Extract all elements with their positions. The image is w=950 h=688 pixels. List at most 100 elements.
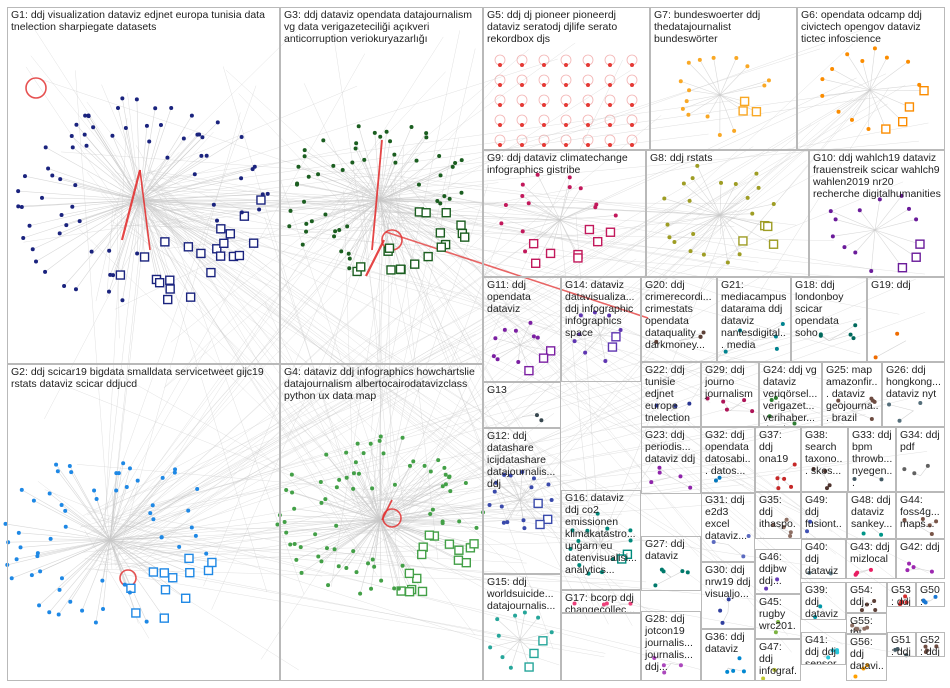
- user-avatar-node: [617, 554, 627, 564]
- user-avatar-node: [239, 211, 250, 221]
- graph-edge: [838, 89, 871, 112]
- graph-node: [520, 63, 524, 67]
- group-label: G2: ddj scicar19 bigdata smalldata servi…: [11, 366, 267, 390]
- graph-edge: [109, 462, 382, 549]
- graph-edge: [80, 525, 607, 534]
- user-avatar-node: [738, 106, 748, 116]
- graph-edge: [109, 468, 131, 541]
- graph-node: [823, 469, 828, 474]
- graph-edge: [920, 465, 929, 476]
- graph-node: [705, 396, 710, 401]
- user-avatar-node: [234, 250, 245, 261]
- graph-node: [564, 63, 568, 67]
- graph-node: [520, 103, 524, 107]
- graph-node: [392, 152, 397, 157]
- user-avatar-node: [165, 284, 175, 294]
- graph-edge: [384, 89, 871, 541]
- graph-edge: [510, 475, 521, 501]
- graph-edge: [351, 71, 446, 173]
- graph-edge: [851, 410, 872, 420]
- graph-node: [807, 570, 812, 575]
- graph-edge: [713, 57, 721, 96]
- user-avatar-node: [915, 239, 925, 249]
- group-label: G17: bcorp ddj changecollec... obrigado: [565, 592, 636, 613]
- graph-node: [64, 223, 69, 228]
- graph-edge: [352, 162, 381, 201]
- graph-edge: [21, 489, 111, 541]
- graph-node: [523, 249, 528, 254]
- graph-node: [416, 182, 421, 187]
- graph-node: [520, 182, 525, 187]
- graph-node: [688, 249, 693, 254]
- graph-node: [717, 475, 722, 480]
- graph-node: [290, 490, 295, 495]
- group-panel: G56: ddj datavi...: [846, 634, 887, 681]
- graph-edge: [116, 216, 359, 403]
- group-panel: G33: ddj bpm throwb... nyegen...: [848, 427, 896, 492]
- graph-edge: [348, 199, 381, 254]
- graph-edge: [59, 539, 111, 591]
- group-panel: G21: mediacampus datarama ddj dataviz na…: [717, 277, 791, 362]
- graph-edge: [497, 618, 521, 641]
- graph-edge: [828, 334, 851, 342]
- graph-node: [450, 164, 455, 169]
- graph-node: [332, 234, 337, 239]
- user-avatar-node: [768, 239, 779, 249]
- user-avatar-node: [216, 224, 226, 234]
- graph-edge: [519, 471, 523, 501]
- graph-edge: [143, 209, 378, 576]
- graph-node: [370, 557, 375, 562]
- user-avatar-node: [545, 346, 556, 356]
- graph-node: [567, 175, 572, 180]
- graph-node: [459, 158, 464, 163]
- graph-edge: [342, 169, 381, 201]
- graph-edge: [106, 219, 561, 552]
- graph-node: [362, 157, 367, 162]
- graph-node: [869, 396, 874, 401]
- graph-edge: [777, 527, 791, 537]
- graph-edge: [61, 539, 111, 579]
- graph-edge: [386, 216, 561, 221]
- graph-edge: [575, 214, 601, 546]
- graph-edge: [384, 209, 759, 263]
- graph-node: [73, 183, 78, 188]
- graph-node: [30, 247, 35, 252]
- graph-node: [181, 136, 186, 141]
- graph-node: [313, 532, 318, 537]
- graph-node: [108, 272, 113, 277]
- graph-edge: [59, 199, 141, 234]
- graph-node: [59, 213, 64, 218]
- graph-node: [792, 462, 797, 467]
- graph-node: [657, 470, 662, 475]
- graph-node: [672, 240, 677, 245]
- group-panel: G25: map amazonfir... dataviz geojourna.…: [822, 362, 882, 427]
- graph-edge: [396, 184, 561, 221]
- graph-node: [19, 487, 24, 492]
- group-panel: G29: ddj journo journalism: [701, 362, 759, 427]
- graph-node: [586, 123, 590, 127]
- user-avatar-node: [897, 263, 908, 273]
- graph-node: [780, 322, 785, 327]
- graph-edge: [114, 171, 167, 198]
- graph-edge: [103, 344, 446, 544]
- graph-node: [319, 500, 324, 505]
- graph-edge: [139, 155, 202, 201]
- graph-node: [503, 202, 508, 207]
- graph-node: [570, 528, 575, 533]
- group-label: G13: [487, 384, 507, 396]
- group-panel: G10: ddj wahlch19 dataviz frauenstreik s…: [809, 150, 945, 277]
- graph-node: [762, 83, 767, 88]
- graph-node: [733, 181, 738, 186]
- user-avatar-node: [469, 539, 479, 549]
- graph-node: [144, 619, 149, 624]
- graph-edge: [874, 199, 881, 231]
- graph-node: [773, 395, 778, 400]
- graph-node: [304, 229, 309, 234]
- graph-node: [80, 608, 85, 613]
- graph-node: [463, 481, 468, 486]
- graph-node: [411, 459, 416, 464]
- graph-edge: [109, 98, 854, 541]
- graph-node: [520, 123, 524, 127]
- graph-edge: [869, 57, 888, 91]
- graph-edge: [401, 212, 609, 625]
